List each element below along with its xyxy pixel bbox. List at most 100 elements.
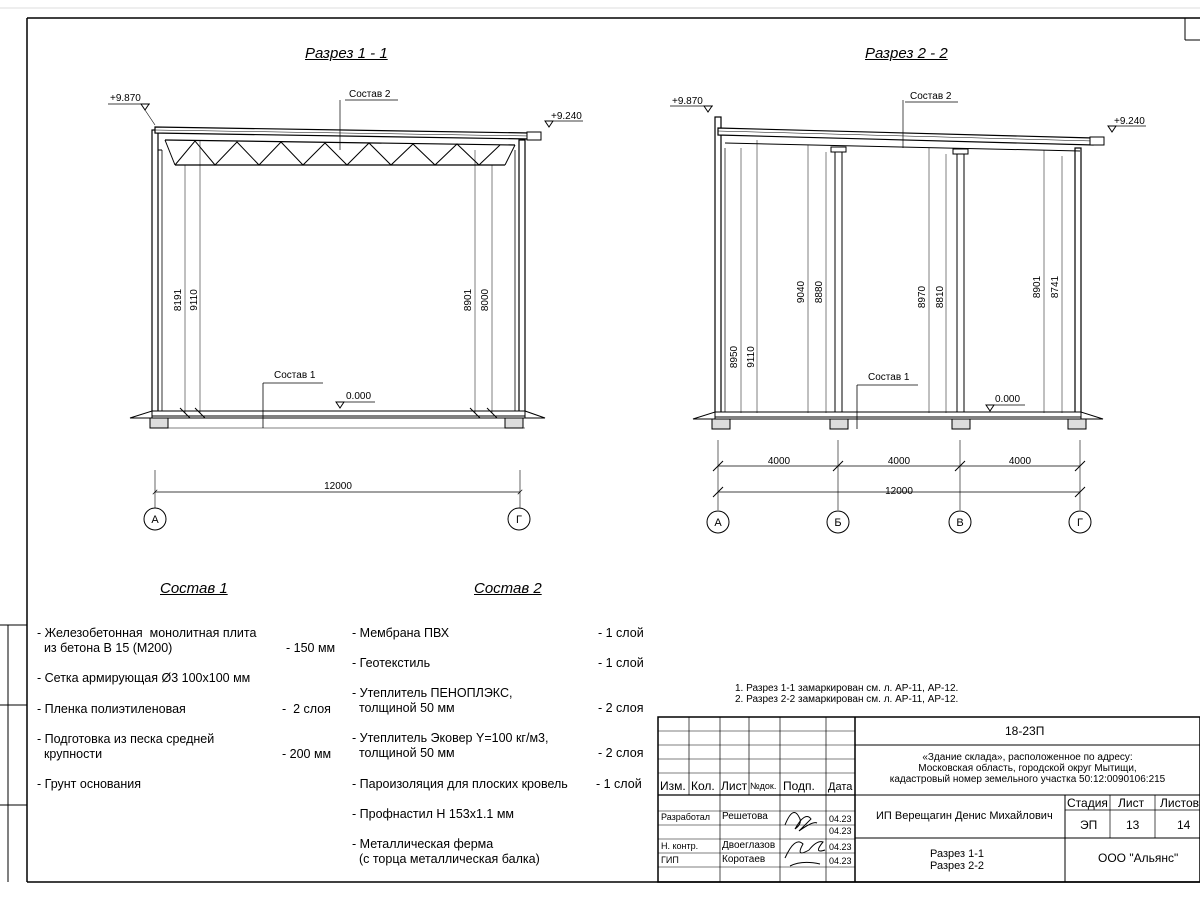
project-code: 18-23П	[1005, 724, 1045, 738]
composition-label-roof: Состав 2	[349, 89, 391, 100]
height-label: 9110	[746, 346, 757, 368]
list-item: - Утеплитель ПЕНОПЛЭКС, толщиной 50 мм	[352, 686, 513, 715]
height-label: 8950	[729, 345, 740, 368]
composition1-list: - Железобетонная монолитная плита из бет…	[37, 626, 337, 796]
stage-header: Лист	[1118, 796, 1145, 810]
stage-value: ЭП	[1080, 818, 1098, 832]
height-label: 8970	[917, 285, 928, 308]
role-name: Решетова	[722, 811, 768, 822]
list-item: - Грунт основания	[37, 777, 142, 791]
span-label: 4000	[1009, 456, 1032, 467]
span-label: 4000	[888, 456, 911, 467]
axis-label: Б	[834, 517, 841, 529]
role-date: 04.23	[829, 842, 852, 852]
axis-label: А	[714, 517, 722, 529]
axis-marker	[1068, 510, 1092, 534]
note-line: 2. Разрез 2-2 замаркирован см. л. АР-11,…	[735, 694, 959, 705]
section-1-1: 8191 9110 8901 8000 +9.870 +9.240 0.000 …	[108, 89, 583, 531]
role-name: Коротаев	[722, 854, 766, 865]
list-item-value: - 200 мм	[282, 747, 332, 761]
list-item-value: - 150 мм	[286, 641, 336, 655]
level-mark-left: +9.870	[672, 96, 703, 107]
role-label: Н. контр.	[661, 841, 699, 851]
axis-marker	[948, 510, 972, 534]
height-label: 9040	[796, 280, 807, 303]
level-mark-floor: 0.000	[995, 394, 1020, 405]
list-item: - Железобетонная монолитная плита из бет…	[37, 626, 257, 655]
list-item-value: - 1 слой	[598, 656, 644, 670]
list-item-value: - 2 слоя	[598, 701, 644, 715]
title-block-grid	[657, 716, 1200, 883]
list-item: - Утеплитель Эковер Y=100 кг/м3, толщино…	[352, 731, 549, 760]
stage-header: Листов	[1160, 796, 1199, 810]
axis-label: В	[956, 517, 963, 529]
axis-label: Г	[1077, 517, 1083, 529]
list-item: - Подготовка из песка средней крупности	[37, 732, 215, 761]
stage-value: 13	[1126, 818, 1140, 832]
list-item-value: - 2 слоя	[282, 702, 331, 716]
column-header: Подп.	[783, 779, 815, 793]
composition2-list: - Мембрана ПВХ - 1 слой - Геотекстиль - …	[352, 626, 652, 871]
span-total: 12000	[324, 481, 352, 492]
axis-marker	[507, 507, 531, 531]
column-header: Кол.	[691, 779, 715, 793]
composition-label-floor: Состав 1	[274, 370, 316, 381]
section-title: Разрез 2 - 2	[865, 45, 948, 62]
level-mark-floor: 0.000	[346, 391, 371, 402]
level-mark-right: +9.240	[551, 111, 582, 122]
axis-marker	[706, 510, 730, 534]
role-label: ГИП	[661, 855, 679, 865]
list-item: - Геотекстиль	[352, 656, 431, 670]
list-item: - Пароизоляция для плоских кровель	[352, 777, 568, 791]
axis-label: А	[151, 514, 159, 526]
company-name: ООО "Альянс"	[1098, 851, 1179, 865]
list-item: - Пленка полиэтиленовая	[37, 702, 186, 716]
section-2-2: 8950 9110 9040 8880 8970 8810 8901 8741 …	[670, 91, 1146, 534]
span-label: 4000	[768, 456, 791, 467]
role-label: Разработал	[661, 812, 710, 822]
role-date: 04.23	[829, 826, 852, 836]
height-label: 8901	[463, 288, 474, 311]
stage-header: Стадия	[1067, 796, 1108, 810]
list-item: - Профнастил Н 153х1.1 мм	[352, 807, 515, 821]
customer-name: ИП Верещагин Денис Михайлович	[876, 810, 1053, 822]
height-label: 9110	[189, 289, 200, 311]
project-description: «Здание склада», расположенное по адресу…	[889, 752, 1166, 785]
column-header: Изм.	[660, 779, 686, 793]
column-header: №док.	[750, 781, 777, 791]
composition-label-roof: Состав 2	[910, 91, 952, 102]
role-name: Двоеглазов	[722, 840, 776, 851]
column-header: Лист	[721, 779, 748, 793]
height-label: 8000	[480, 288, 491, 311]
column-header: Дата	[828, 781, 853, 793]
list-item: - Мембрана ПВХ	[352, 626, 450, 640]
height-label: 8741	[1050, 275, 1061, 298]
list-item-value: - 1 слой	[598, 626, 644, 640]
role-date: 04.23	[829, 856, 852, 866]
list-item: - Металлическая ферма (с торца металличе…	[352, 837, 540, 866]
height-label: 8880	[814, 280, 825, 303]
list-item-value: - 2 слоя	[598, 746, 644, 760]
signature-drawing	[784, 812, 818, 832]
height-label: 8901	[1032, 275, 1043, 298]
axis-marker	[143, 507, 167, 531]
span-total: 12000	[885, 486, 913, 497]
list-item: - Сетка армирующая Ø3 100х100 мм	[37, 671, 251, 685]
axis-marker	[826, 510, 850, 534]
axis-label: Г	[516, 514, 522, 526]
sheet-title: Разрез 1-1 Разрез 2-2	[930, 848, 985, 872]
note-line: 1. Разрез 1-1 замаркирован см. л. АР-11,…	[735, 683, 959, 694]
role-date: 04.23	[829, 814, 852, 824]
composition2-title: Состав 2	[474, 580, 542, 597]
list-item-value: - 1 слой	[596, 777, 642, 791]
signature-drawing	[784, 841, 826, 867]
height-label: 8191	[173, 288, 184, 311]
notes: 1. Разрез 1-1 замаркирован см. л. АР-11,…	[735, 683, 958, 705]
composition-label-floor: Состав 1	[868, 372, 910, 383]
height-label: 8810	[935, 285, 946, 308]
level-mark-left: +9.870	[110, 93, 141, 104]
composition1-title: Состав 1	[160, 580, 228, 597]
stage-value: 14	[1177, 818, 1191, 832]
section-title: Разрез 1 - 1	[305, 45, 388, 62]
